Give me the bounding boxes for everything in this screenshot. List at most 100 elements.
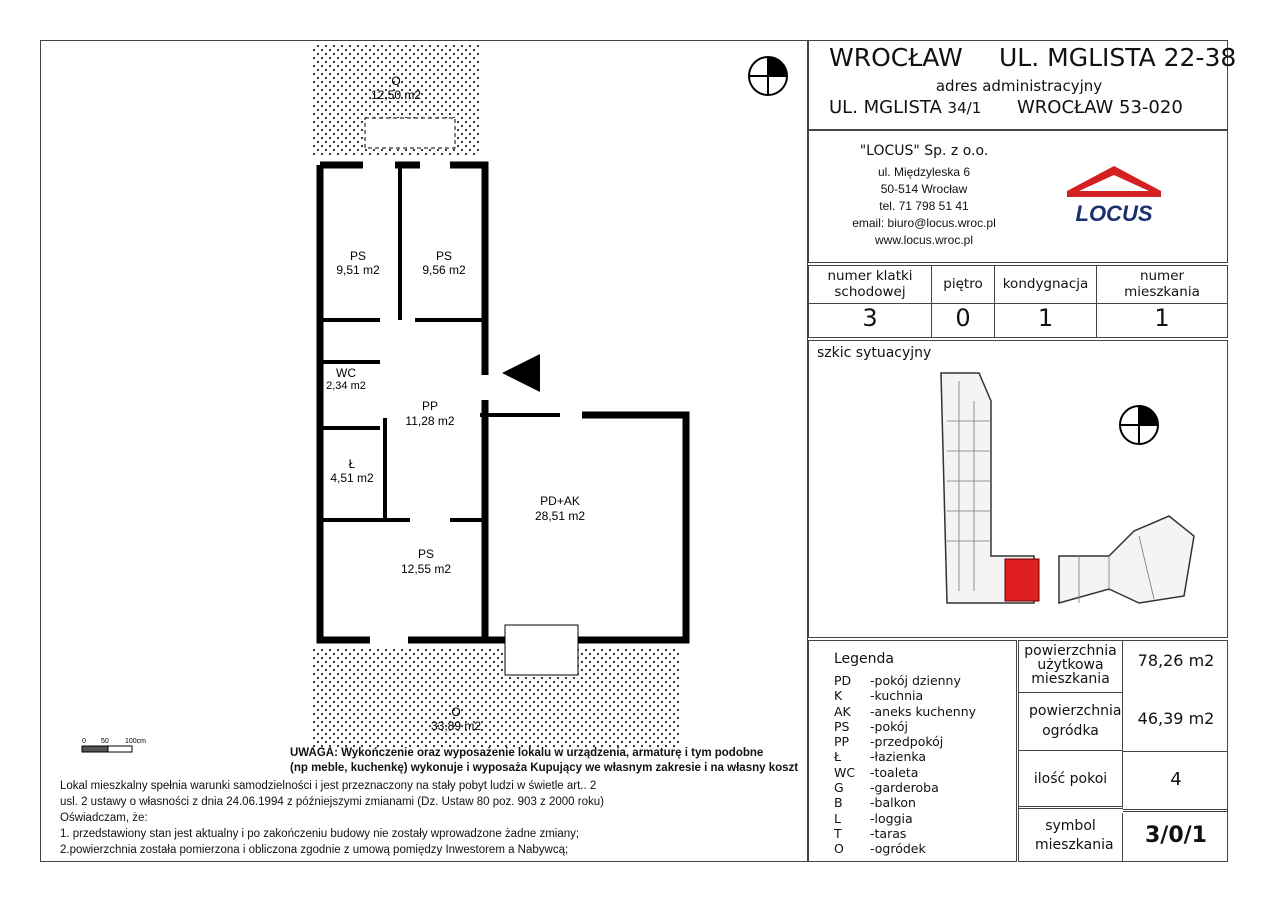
legend-code: WC	[834, 764, 856, 780]
site-plan-drawing	[940, 372, 1195, 604]
legend-item: B -balkon	[834, 795, 976, 810]
legend-item: L -loggia	[834, 811, 976, 826]
legend-item: Ł -łazienka	[834, 749, 976, 764]
svg-text:PD+AK: PD+AK	[540, 494, 580, 508]
svg-text:PP: PP	[422, 399, 438, 413]
svg-text:0: 0	[82, 738, 86, 745]
legend-code: PP	[834, 734, 850, 750]
warning-line-2: (np meble, kuchenkę) wykonuje i wyposaża…	[290, 762, 799, 774]
legend-code: O	[834, 841, 844, 857]
legend-item: PP -przedpokój	[834, 734, 976, 749]
svg-text:4,51 m2: 4,51 m2	[330, 471, 374, 485]
legend-item: O -ogródek	[834, 841, 976, 856]
legend-desc: -garderoba	[870, 780, 939, 796]
company-name: "LOCUS" Sp. z o.o.	[859, 143, 989, 159]
svg-text:33,89 m2: 33,89 m2	[431, 719, 481, 733]
city: WROCŁAW	[829, 43, 963, 72]
legend-code: K	[834, 688, 843, 704]
legend-code: Ł	[834, 749, 842, 765]
rooms-label: ilość pokoi	[1019, 751, 1123, 809]
floor-plan-drawing: O12,50 m2 PS9,51 m2 PS9,56 m2 WC2,34 m2 …	[81, 45, 788, 753]
legend-desc: -pokój	[870, 718, 909, 734]
note-line: 2.powierzchnia została pomierzona i obli…	[60, 844, 569, 856]
garden-bottom	[312, 648, 680, 748]
legend-desc: -loggia	[870, 810, 913, 826]
legend-desc: -balkon	[870, 795, 916, 811]
legend-code: PS	[834, 718, 850, 734]
area-value: 78,26 m2	[1137, 651, 1215, 670]
legend-code: B	[834, 795, 843, 811]
rooms-value: 4	[1170, 769, 1182, 790]
legend-desc: -taras	[870, 825, 907, 841]
note-line: Oświadczam, że:	[60, 812, 148, 824]
svg-text:O: O	[451, 705, 460, 719]
legend-desc: -ogródek	[870, 841, 926, 857]
site-plan: szkic sytuacyjny	[808, 340, 1228, 638]
area-label: powierzchnia użytkowa mieszkania	[1019, 641, 1123, 693]
legend-item: AK -aneks kuchenny	[834, 704, 976, 719]
legend-desc: -łazienka	[870, 749, 927, 765]
legend-code: T	[834, 825, 842, 841]
address-header: WROCŁAW UL. MGLISTA 22-38 adres administ…	[808, 40, 1236, 130]
svg-text:Ł: Ł	[349, 457, 356, 471]
legend-item: WC -toaleta	[834, 765, 976, 780]
note-line: usl. 2 ustawy o własności z dnia 24.06.1…	[60, 796, 604, 808]
legend-item: G -garderoba	[834, 780, 976, 795]
legend-code: L	[834, 810, 841, 826]
svg-text:12,50 m2: 12,50 m2	[371, 88, 421, 102]
svg-text:LOCUS: LOCUS	[1076, 201, 1153, 226]
svg-text:9,56 m2: 9,56 m2	[422, 263, 466, 277]
svg-text:11,28 m2: 11,28 m2	[405, 414, 454, 428]
legend-desc: -pokój dzienny	[870, 673, 961, 688]
admin-label: adres administracyjny	[935, 77, 1103, 95]
legend-desc: -przedpokój	[870, 734, 944, 750]
svg-text:9,51 m2: 9,51 m2	[336, 263, 380, 277]
legend-desc: -toaleta	[870, 764, 919, 780]
legend-code: PD	[834, 673, 852, 688]
walls	[316, 161, 690, 644]
plan-frame	[40, 40, 808, 862]
legend-item: K -kuchnia	[834, 688, 976, 703]
compass-icon	[748, 56, 788, 96]
note-line: 1. przedstawiony stan jest aktualny i po…	[60, 828, 580, 840]
garden-value: 46,39 m2	[1137, 709, 1215, 728]
locus-logo: LOCUS	[1067, 166, 1161, 226]
legend-desc: -kuchnia	[870, 688, 924, 704]
legend-item: PD -pokój dzienny	[834, 673, 976, 688]
warning-line-1: UWAGA: Wykończenie oraz wyposażenie loka…	[290, 747, 764, 759]
street: UL. MGLISTA 22-38	[999, 43, 1237, 72]
site-compass-icon	[1119, 405, 1159, 445]
svg-text:50: 50	[101, 738, 109, 745]
svg-text:O: O	[391, 74, 400, 88]
legend-code: AK	[834, 703, 851, 719]
svg-text:28,51 m2: 28,51 m2	[535, 509, 585, 523]
apartment-highlight	[1004, 558, 1040, 602]
svg-text:100cm: 100cm	[125, 738, 146, 745]
symbol-value: 3/0/1	[1145, 823, 1207, 848]
svg-text:12,55 m2: 12,55 m2	[401, 562, 451, 576]
svg-text:PS: PS	[350, 249, 366, 263]
svg-text:PS: PS	[436, 249, 452, 263]
legend-code: G	[834, 780, 844, 796]
note-line: Lokal mieszkalny spełnia warunki samodzi…	[60, 780, 597, 792]
garden-label: powierzchnia ogródka	[1019, 693, 1123, 751]
admin-street: UL. MGLISTA 34/1	[829, 97, 982, 118]
entrance-arrow-icon	[502, 354, 540, 392]
symbol-label: symbol mieszkania	[1019, 813, 1123, 861]
svg-text:PS: PS	[418, 547, 434, 561]
legend-desc: -aneks kuchenny	[870, 703, 977, 719]
admin-city: WROCŁAW 53-020	[1017, 97, 1183, 118]
stats-table: powierzchnia użytkowa mieszkania 78,26 m…	[1018, 640, 1228, 862]
scale-bar: 0 50 100cm	[81, 738, 146, 753]
svg-text:WC: WC	[336, 366, 356, 380]
legend-item: PS -pokój	[834, 719, 976, 734]
